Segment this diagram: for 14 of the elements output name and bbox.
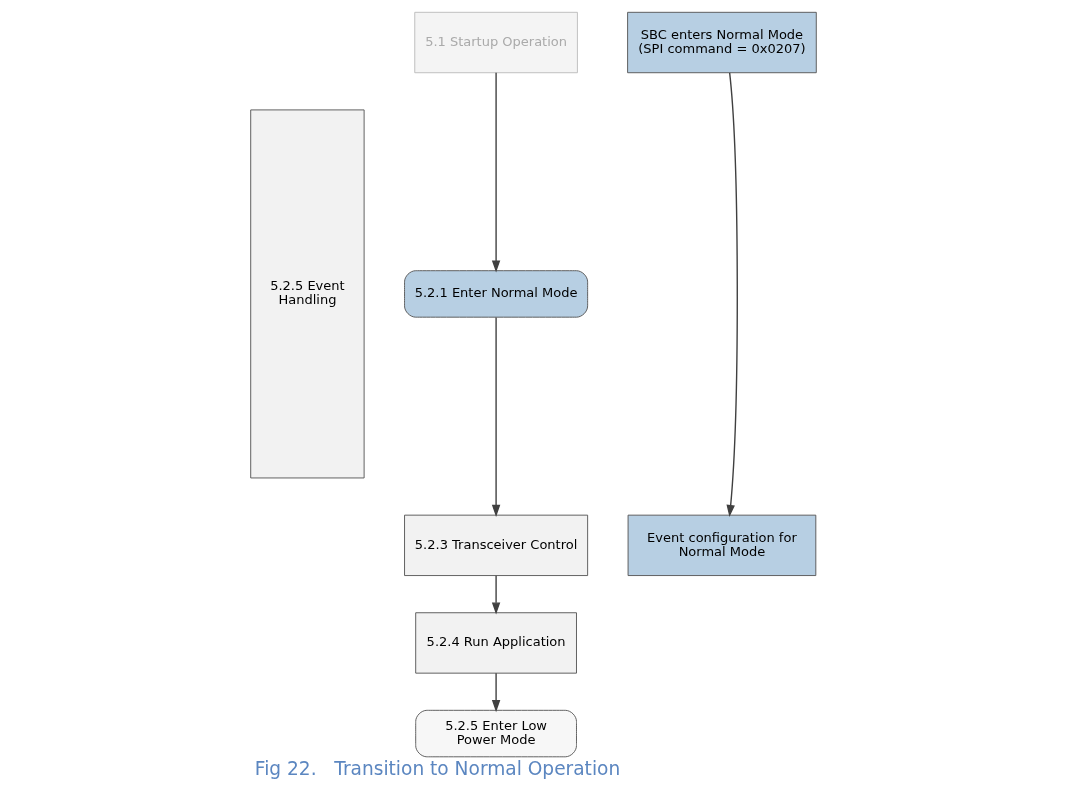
node-box: 5.1 Startup Operation [414,11,578,74]
node-box: 5.2.5 Enter Low Power Mode [415,709,577,758]
arrow [491,672,501,713]
node-box: 5.2.5 Event Handling [250,109,365,479]
node-box: 5.2.4 Run Application [415,612,577,674]
node-box: SBC enters Normal Mode (SPI command = 0x0207) [627,11,817,74]
arrow [726,72,738,518]
caption: Fig 22. Transition to Normal Operation [254,758,621,780]
node-box: Event configuration for Normal Mode [627,514,817,577]
node-box: 5.2.3 Transceiver Control [404,514,589,577]
node-box: 5.2.1 Enter Normal Mode [404,270,589,318]
arrow [491,575,501,615]
arrow [491,72,501,273]
arrow [491,316,501,517]
